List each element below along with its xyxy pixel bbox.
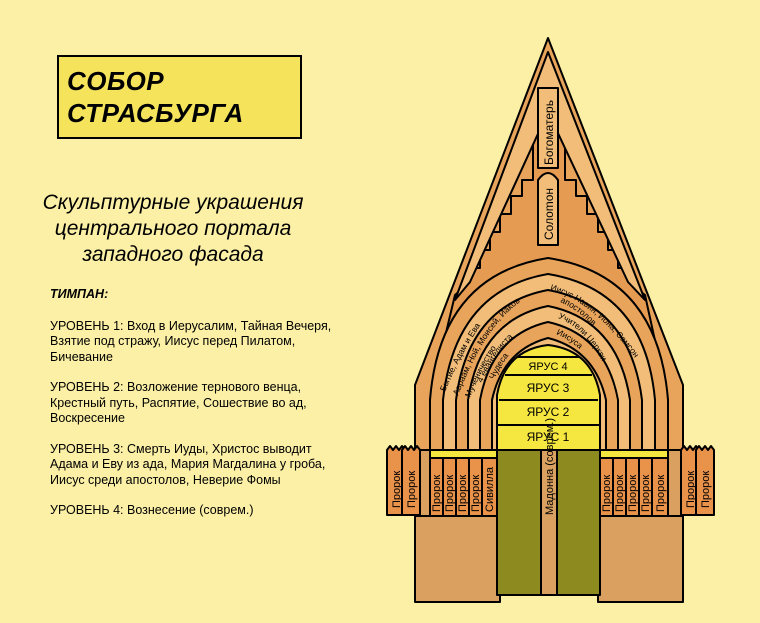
title-line-1: СОБОР	[67, 66, 165, 96]
subtitle-line-1: Скульптурные украшения	[42, 191, 304, 214]
subtitle: Скульптурные украшения центрального порт…	[18, 190, 328, 268]
right-door	[556, 449, 601, 596]
title-box: СОБОР СТРАСБУРГА	[57, 55, 302, 139]
tier-1-label: ЯРУС 1	[527, 430, 570, 444]
outer-right-prophet-2: Пророк	[700, 471, 712, 508]
virgin-label: Богоматерь	[542, 100, 556, 165]
virgin-niche	[537, 87, 559, 169]
right-jamb-prophet-2: Пророк	[614, 475, 626, 512]
left-jamb-sibyl: Сивилла	[484, 466, 496, 512]
right-jamb-prophet-5: Пророк	[655, 475, 667, 512]
tier-3-label: ЯРУС 3	[527, 381, 570, 395]
subtitle-line-3: западного фасада	[82, 243, 264, 266]
tympanum	[496, 344, 601, 451]
outer-right-prophet-1: Пророк	[685, 471, 697, 508]
outer-left-prophet-2: Пророк	[406, 471, 418, 508]
tympanum-description: ТИМПАН: УРОВЕНЬ 1: Вход в Иерусалим, Тай…	[50, 287, 350, 534]
left-jamb-prophet-4: Пророк	[470, 475, 482, 512]
right-jamb-prophet-3: Пророк	[627, 475, 639, 512]
left-jamb-prophet-3: Пророк	[457, 475, 469, 512]
outer-left-prophet-1: Пророк	[391, 471, 403, 508]
level-1-text: УРОВЕНЬ 1: Вход в Иерусалим, Тайная Вече…	[50, 318, 332, 364]
left-jamb-prophet-1: Пророк	[431, 475, 443, 512]
subtitle-line-2: центрального портала	[54, 217, 292, 240]
left-door	[496, 449, 542, 596]
title-line-2: СТРАСБУРГА	[67, 98, 244, 128]
tier-2-label: ЯРУС 2	[527, 405, 570, 419]
right-jamb-prophet-1: Пророк	[601, 475, 613, 512]
madonna-label: Мадонна (соврем.)	[544, 418, 556, 515]
tier-4-label: ЯРУС 4	[528, 361, 567, 373]
left-jamb-prophet-2: Пророк	[444, 475, 456, 512]
trumeau	[540, 449, 558, 596]
level-4-text: УРОВЕНЬ 4: Вознесение (соврем.)	[50, 503, 254, 517]
right-jamb-prophet-4: Пророк	[640, 475, 652, 512]
tympanum-heading: ТИМПАН:	[50, 287, 109, 301]
solomon-label: Солomон	[542, 188, 556, 240]
level-3-text: УРОВЕНЬ 3: Смерть Иуды, Христос выводит …	[50, 441, 326, 487]
solomon-niche	[537, 172, 559, 246]
level-2-text: УРОВЕНЬ 2: Возложение тернового венца, К…	[50, 380, 307, 425]
